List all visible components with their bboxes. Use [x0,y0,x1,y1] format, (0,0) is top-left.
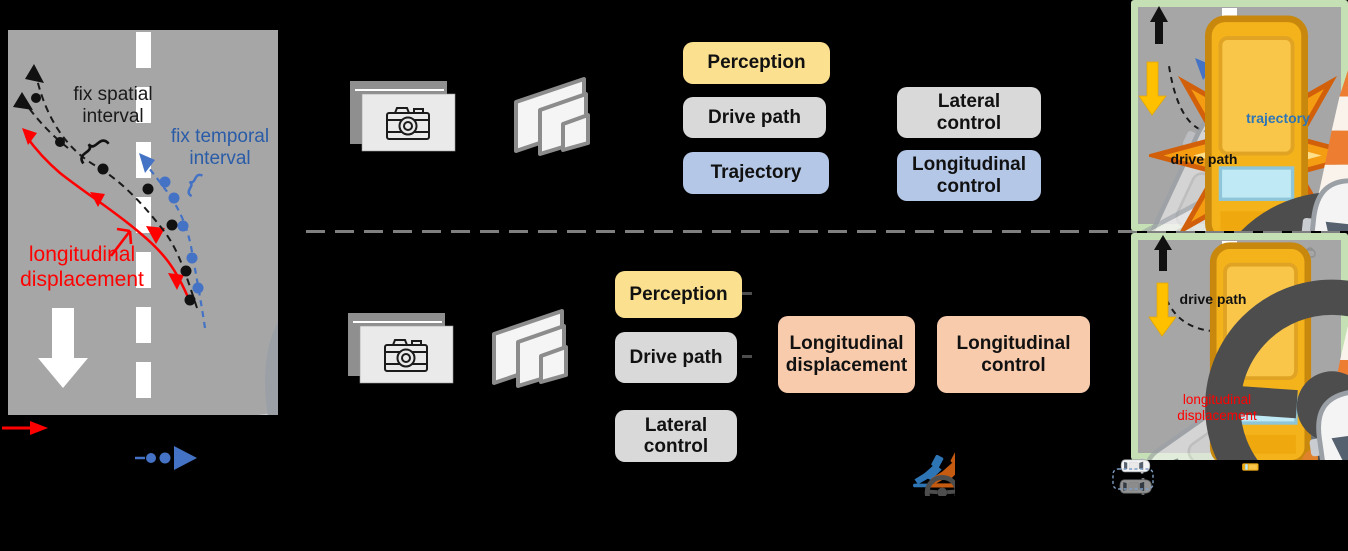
multi-view-icon-bottom [488,306,572,390]
lateral-control-label-top: Lateral control [936,91,1002,134]
longitudinal-displacement-curve [22,128,192,303]
left-road-panel [8,30,278,415]
drive-path-curve [1162,288,1245,336]
temporal-interval-path [139,153,207,329]
multi-view-icon [510,74,594,158]
fix-spatial-interval-label: fix spatial interval [73,84,153,128]
trajectory-annotation: trajectory [1246,110,1310,126]
scenario-panel-displacement [1131,233,1348,460]
driving-direction-arrow [38,308,88,388]
longitudinal-displacement-annotation: longitudinal displacement [1177,392,1257,423]
longitudinal-control-label-top: Longitudinal control [912,154,1026,197]
longitudinal-control-box-bottom: Longitudinal control [937,316,1090,393]
longitudinal-control-label-bottom: Longitudinal control [956,333,1071,376]
scenario-panel-trajectory [1131,0,1348,231]
ghost-car-icon [1120,478,1151,495]
longitudinal-displacement-box-label: Longitudinal displacement [785,333,908,376]
longitudinal-displacement-box: Longitudinal displacement [778,316,915,393]
drive-path-annotation: drive path [1179,291,1247,307]
car-top-view-icon [1121,458,1150,473]
drive-path-box-top: Drive path [683,97,826,138]
connector-nub-1 [742,292,752,295]
longitudinal-displacement-label: longitudinal displacement [20,243,144,291]
bus-direction-arrow [1138,61,1167,116]
lateral-control-label-bottom: Lateral control [643,414,709,457]
connector-nub-2 [742,355,752,358]
divider-dashed-line [306,230,1348,233]
lateral-control-box-bottom: Lateral control [615,410,737,462]
drive-path-box-bottom: Drive path [615,332,737,383]
longitudinal-control-box-top: Longitudinal control [897,150,1041,201]
bus-direction-arrow [1148,282,1177,337]
fix-temporal-interval-label: fix temporal interval [170,126,270,170]
trajectory-box-top: Trajectory [683,152,829,194]
bus-heading-arrow [1150,6,1168,44]
lateral-control-box-top: Lateral control [897,87,1041,138]
legend-blue-dotted-arrow [135,446,197,470]
camera-frames-icon-bottom [348,312,456,386]
bus-top-view-icon [1242,464,1258,471]
legend-car-icons [1112,448,1154,496]
lane-marking [136,32,151,398]
legend-control-icons [903,446,955,496]
camera-frames-icon [350,80,458,154]
annotation-arrow [109,227,133,257]
perception-box-bottom: Perception [615,271,742,318]
drive-path-annotation: drive path [1170,151,1238,167]
legend-bus-icon [1222,449,1264,473]
perception-box-top: Perception [683,42,830,84]
legend-red-arrow [2,421,48,435]
bus-heading-arrow [1154,235,1172,271]
